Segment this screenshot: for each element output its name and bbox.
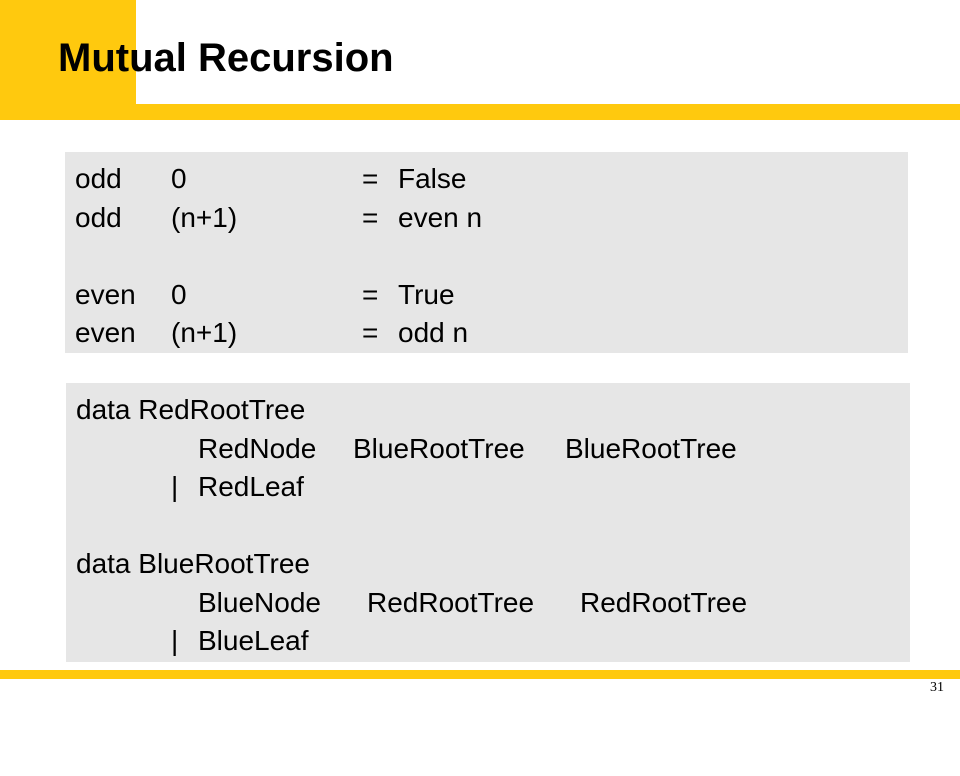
constructor-field: RedRootTree: [580, 586, 748, 618]
function-argument: (n+1): [171, 201, 238, 233]
header-bar: [0, 104, 960, 120]
leaf-constructor: BlueLeaf: [198, 625, 309, 656]
footer-bar: [0, 670, 960, 679]
function-result: even n: [398, 201, 483, 233]
constructor-field: BlueRootTree: [565, 432, 737, 464]
parity-code-block: odd 0 = False odd (n+1) = even n even 0 …: [65, 152, 908, 353]
code-line: odd (n+1) = even n: [65, 199, 908, 238]
function-name: even: [75, 278, 136, 310]
data-declarations-block: data RedRootTree RedNode BlueRootTree Bl…: [66, 383, 910, 662]
function-argument: 0: [171, 163, 187, 194]
equals-sign: =: [362, 163, 379, 194]
function-argument: (n+1): [171, 317, 238, 348]
code-line: odd 0 = False: [65, 160, 908, 199]
function-result: odd n: [398, 317, 469, 348]
function-name: odd: [75, 163, 122, 194]
equals-sign: =: [362, 201, 379, 233]
function-argument: 0: [171, 278, 187, 310]
alternative-bar: |: [171, 471, 179, 502]
code-line: even (n+1) = odd n: [65, 314, 908, 353]
code-line: | RedLeaf: [66, 468, 910, 507]
code-line: even 0 = True: [65, 276, 908, 315]
code-line: | BlueLeaf: [66, 622, 910, 661]
equals-sign: =: [362, 278, 379, 310]
function-result: True: [398, 278, 455, 310]
function-result: False: [398, 163, 467, 194]
data-declaration-header: data BlueRootTree: [76, 548, 310, 579]
slide-title: Mutual Recursion: [58, 36, 394, 80]
accent-block: [0, 0, 136, 104]
function-name: odd: [75, 201, 122, 233]
alternative-bar: |: [171, 625, 179, 656]
function-name: even: [75, 317, 136, 348]
constructor-field: BlueRootTree: [353, 432, 525, 464]
data-declaration-header: data RedRootTree: [76, 394, 306, 425]
code-line: data BlueRootTree: [66, 545, 910, 584]
code-line: BlueNode RedRootTree RedRootTree: [66, 584, 910, 623]
code-line: RedNode BlueRootTree BlueRootTree: [66, 430, 910, 469]
equals-sign: =: [362, 317, 379, 348]
constructor-name: RedNode: [198, 432, 317, 464]
code-line: data RedRootTree: [66, 391, 910, 430]
constructor-name: BlueNode: [198, 586, 321, 618]
leaf-constructor: RedLeaf: [198, 471, 304, 502]
constructor-field: RedRootTree: [367, 586, 535, 618]
page-number: 31: [930, 680, 944, 695]
